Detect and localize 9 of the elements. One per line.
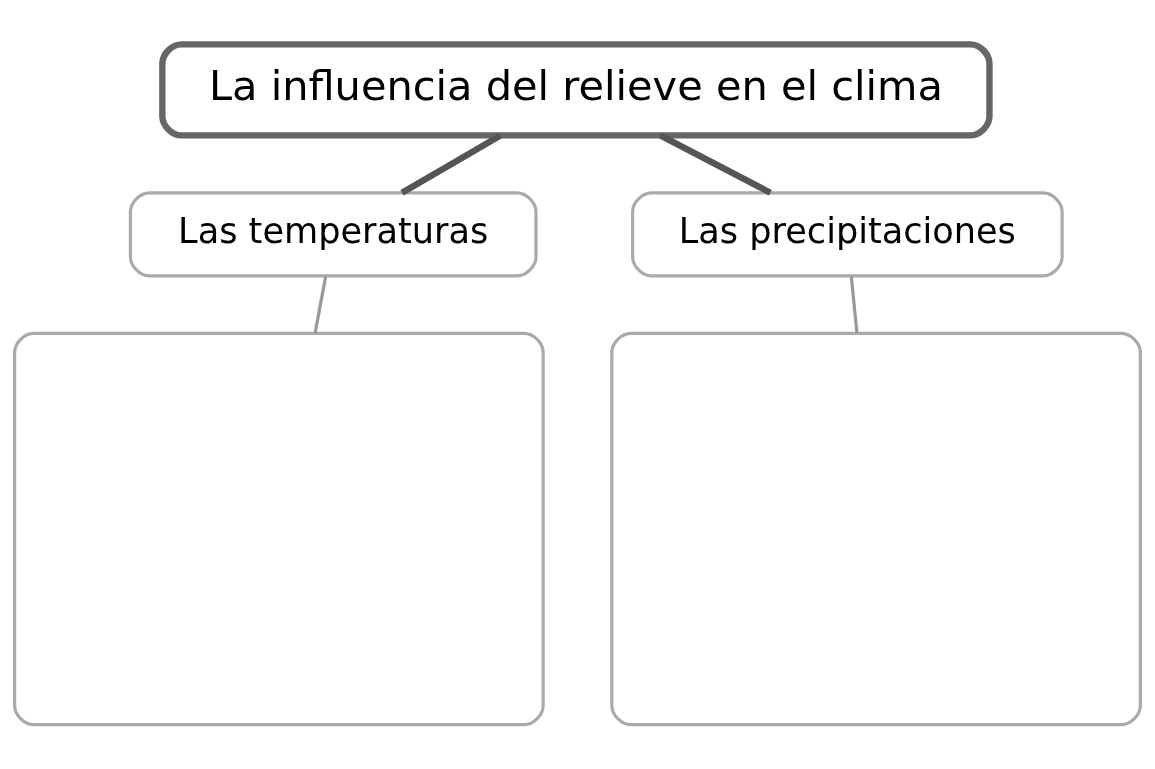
node-box — [13, 331, 545, 727]
node-box — [610, 331, 1142, 727]
connector — [313, 276, 328, 334]
connector — [400, 132, 503, 196]
node-box: Las precipitaciones — [631, 191, 1064, 278]
connector — [658, 132, 772, 196]
node-box: Las temperaturas — [128, 191, 538, 278]
connector — [849, 276, 859, 334]
node-box: La influencia del relieve en el clima — [159, 41, 993, 139]
